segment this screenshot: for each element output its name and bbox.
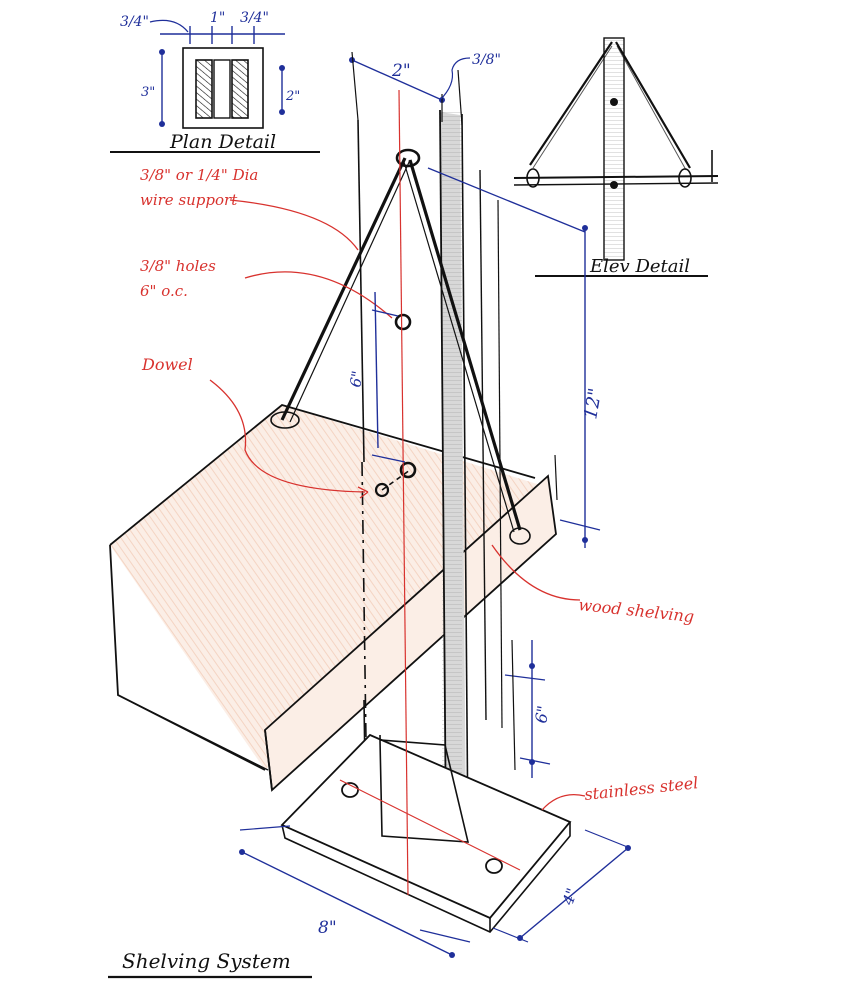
plan-outline [182, 47, 264, 129]
elev-wire [529, 41, 691, 169]
note-holes-1: 3/8" holes [140, 257, 216, 275]
post-hole-lower [399, 461, 417, 479]
dim-spacing-upper: 6" [346, 369, 367, 388]
elev-post [603, 37, 625, 261]
elev-shelf [513, 175, 719, 179]
dim-base-width: 4" [559, 886, 582, 909]
wire-top-loop [395, 148, 421, 168]
wire-support [280, 148, 522, 533]
post-edge-center [439, 109, 447, 837]
dimensions: 2" 3/8" 12" 6" 6" 8" 4" [239, 51, 631, 958]
plan-core [213, 59, 231, 119]
dim-base-length: 8" [318, 918, 337, 938]
dim-gap: 3/8" [472, 52, 501, 68]
plan-dim-center: 1" [210, 10, 225, 26]
dim-span-12: 12" [580, 387, 606, 421]
elev-detail-title: Elev Detail [589, 256, 690, 277]
base-top [280, 733, 572, 920]
centerline [398, 89, 409, 896]
base-plate [280, 733, 572, 933]
plan-dim-height-right: 2" [285, 89, 300, 104]
steel-post [357, 109, 503, 843]
plan-dim-height-left: 3" [141, 85, 155, 100]
dim-post-width: 2" [391, 61, 411, 81]
plan-detail: 3/4" 1" 3/4" 3" 2" Plan Detail [110, 10, 320, 153]
note-wire-support-2: wire support [140, 191, 238, 209]
plan-dim-right-quarter: 3/4" [240, 10, 269, 26]
dowel-end [374, 482, 390, 498]
title-block: Shelving System [108, 949, 312, 979]
dim-spacing-lower: 6" [531, 704, 553, 725]
post-hole-upper [394, 313, 412, 331]
note-stainless-steel: stainless steel [583, 773, 699, 804]
note-wire-support-1: 3/8" or 1/4" Dia [140, 166, 258, 184]
note-wood-shelving: wood shelving [578, 595, 695, 626]
shelf-fill [110, 405, 550, 770]
wood-shelf [109, 404, 557, 792]
note-holes-2: 6" o.c. [140, 282, 188, 300]
plan-dim-left-quarter: 3/4" [120, 14, 149, 30]
plan-flange-right [231, 59, 249, 119]
elev-detail: Elev Detail [513, 37, 719, 277]
plan-leader [149, 19, 189, 33]
sketch-title: Shelving System [122, 949, 291, 973]
plan-flange-left [195, 59, 213, 119]
post-edge-left [357, 119, 365, 463]
note-dowel: Dowel [141, 355, 193, 374]
plan-detail-title: Plan Detail [169, 131, 276, 153]
